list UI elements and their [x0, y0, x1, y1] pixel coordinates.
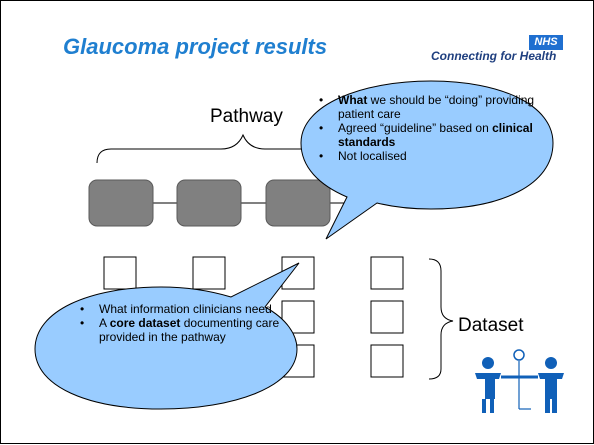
- bubble-top-text: What we should be “doing” providing pati…: [316, 93, 556, 163]
- bubble-bottom-text: What information clinicians need A core …: [77, 302, 317, 344]
- pathway-label: Pathway: [210, 106, 283, 127]
- nhs-logo: NHS: [529, 35, 563, 50]
- dataset-box: [370, 256, 404, 290]
- bubble-bottom-item: A core dataset documenting care provided…: [77, 316, 317, 344]
- pathway-node: [176, 179, 242, 227]
- bubble-top-item: Agreed “guideline” based on clinical sta…: [316, 121, 556, 149]
- slide-title: Glaucoma project results: [63, 34, 328, 59]
- bubble-bottom-item: What information clinicians need: [77, 302, 317, 316]
- dataset-box: [103, 256, 137, 290]
- bubble-top-item: Not localised: [316, 149, 556, 163]
- pathway-node: [88, 179, 154, 227]
- dataset-brace: [428, 258, 454, 380]
- dataset-box: [370, 344, 404, 378]
- dataset-box: [370, 300, 404, 334]
- dataset-box: [192, 256, 226, 290]
- pathway-node: [265, 179, 331, 227]
- bubble-top-item: What we should be “doing” providing pati…: [316, 93, 556, 121]
- people-icon: [475, 349, 564, 413]
- dataset-box: [281, 256, 315, 290]
- dataset-label: Dataset: [458, 315, 524, 336]
- nhs-tagline: Connecting for Health: [431, 49, 557, 63]
